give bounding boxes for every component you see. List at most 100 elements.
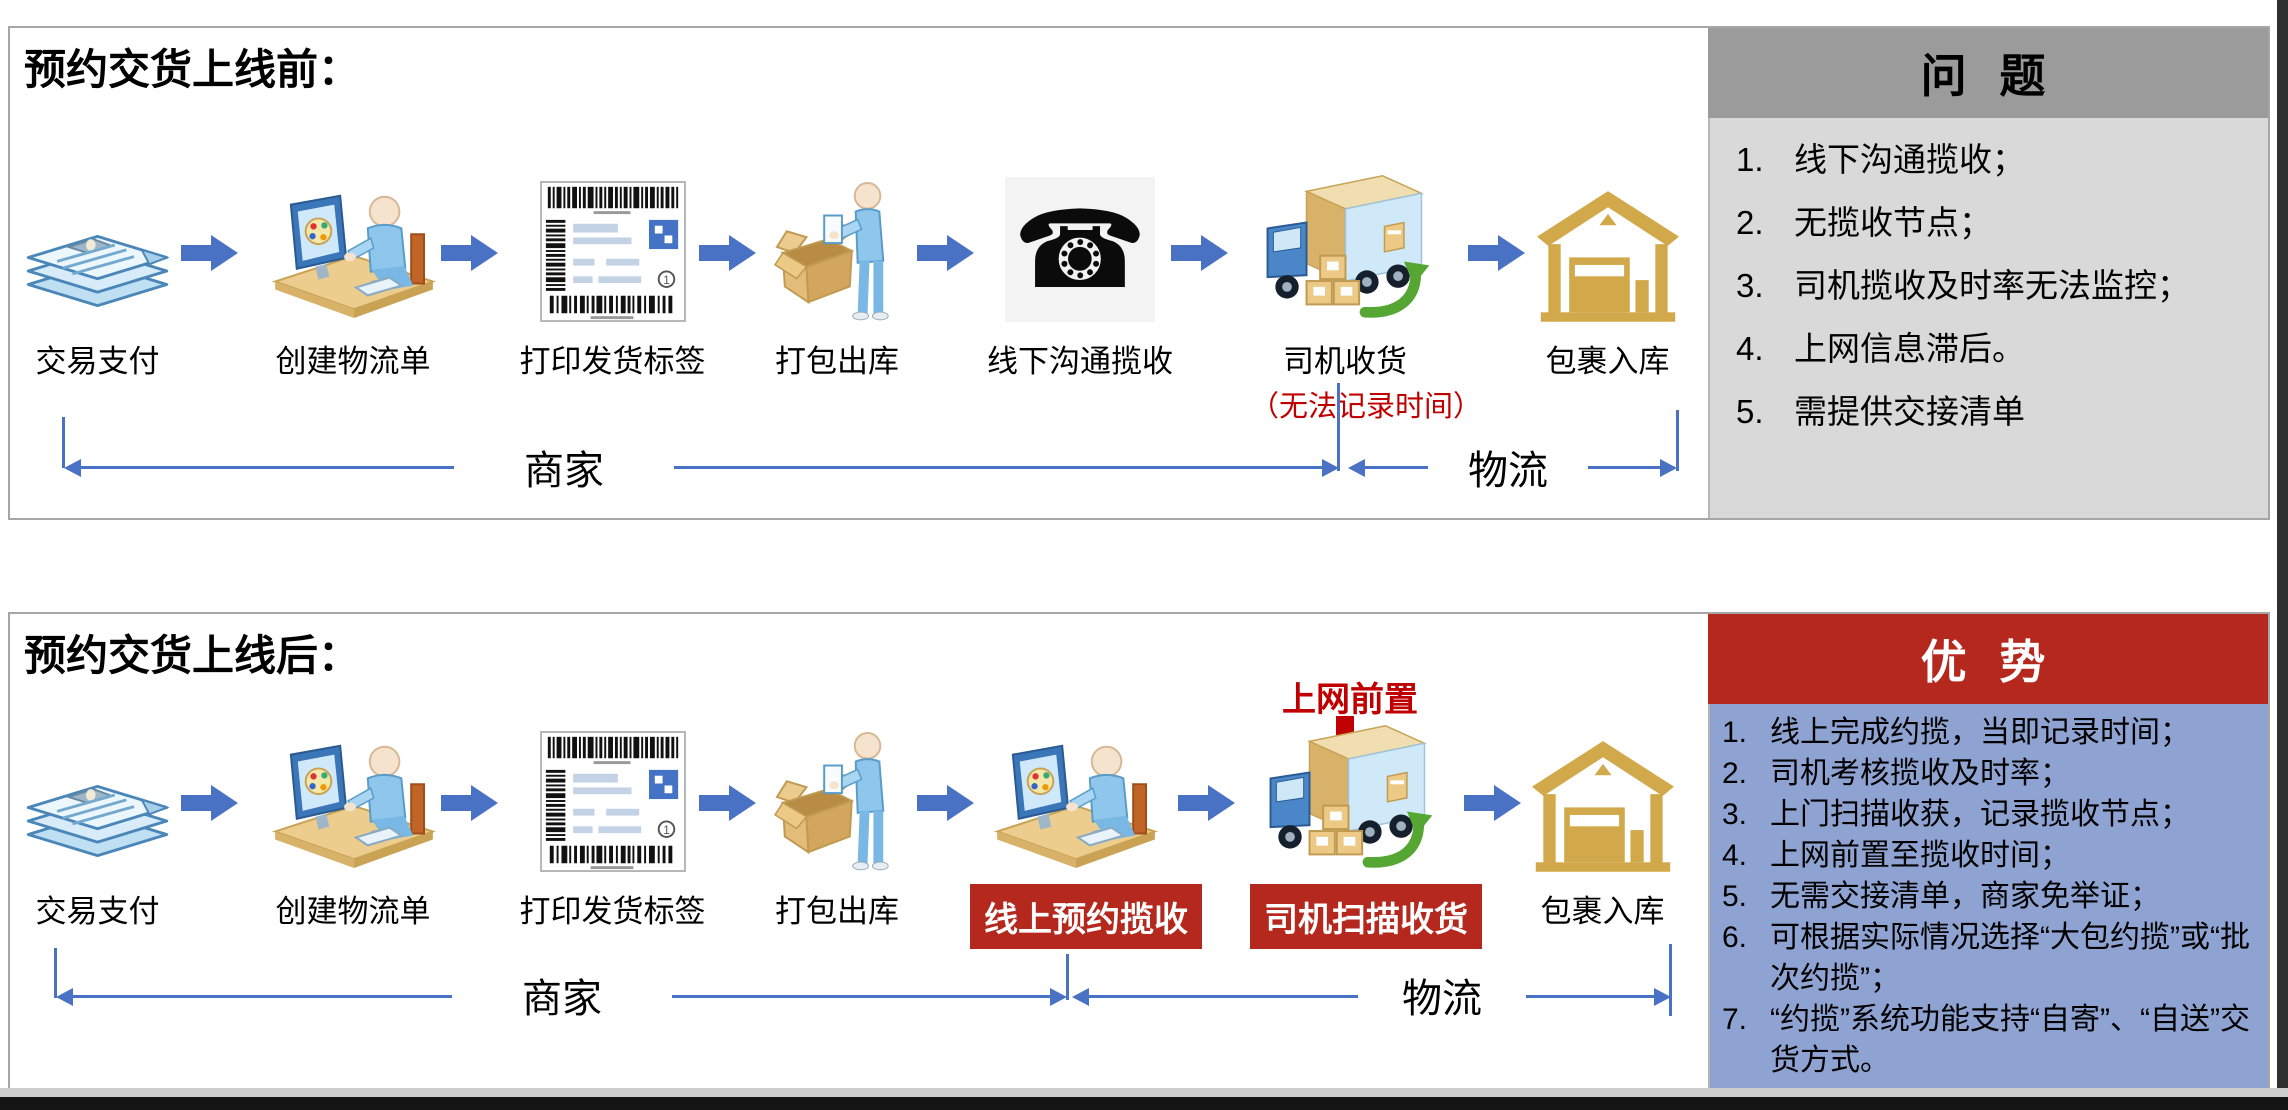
advantage-item-number: 4. (1722, 839, 1748, 872)
advantage-item: 2. 司机考核揽收及时率； (1722, 753, 2264, 794)
shipping-label-icon (539, 731, 686, 872)
problem-item: 4. 上网信息滞后。 (1736, 329, 2260, 369)
driver-scan-receive-badge: 司机扫描收货 (1250, 884, 1482, 949)
window-right-edge (2277, 0, 2288, 1110)
problem-item: 1. 线下沟通揽收； (1736, 140, 2260, 180)
step-print-shipping-label: 打印发货标签 (515, 164, 710, 381)
problem-item: 3. 司机揽收及时率无法监控； (1736, 266, 2260, 306)
after-launch-panel: 预约交货上线后： 上网前置 交易支付 创建物流单 打印发货标签 打包出库 线上预… (8, 612, 2270, 1092)
telephone-icon: ☎ (1005, 177, 1155, 322)
problem-item-number: 4. (1736, 330, 1764, 367)
bracket-line (674, 466, 1324, 469)
advantage-item-number: 2. (1722, 757, 1748, 790)
advantage-item-number: 7. (1722, 1003, 1748, 1036)
advantage-item-number: 3. (1722, 798, 1748, 831)
bracket-line (1526, 995, 1656, 998)
bracket-tick (62, 417, 65, 468)
bracket-tick (1669, 944, 1672, 1016)
warehouse-icon (1536, 191, 1679, 322)
bracket-line (1362, 466, 1428, 469)
problems-header: 问 题 (1708, 28, 2268, 118)
advantage-item-text: 无需交接清单，商家免举证； (1770, 880, 2160, 913)
advantage-item-text: 上门扫描收获，记录揽收节点； (1770, 798, 2190, 831)
step-transaction-payment: 交易支付 (15, 714, 180, 931)
step-offline-communication-pickup: ☎ 线下沟通揽收 (975, 164, 1185, 381)
flow-arrow-icon (181, 785, 238, 821)
problem-item-text: 司机揽收及时率无法监控； (1794, 267, 2190, 304)
merchant-span-label: 商家 (522, 977, 602, 1021)
advantage-item: 5. 无需交接清单，商家免举证； (1722, 876, 2264, 917)
flow-arrow-icon (699, 785, 756, 821)
operator-at-computer-icon (274, 194, 434, 320)
bracket-arrowhead (1072, 988, 1089, 1006)
flow-arrow-icon (917, 235, 974, 271)
step-pack-and-ship: 打包出库 (762, 714, 912, 931)
flow-arrow-icon (1468, 235, 1525, 271)
advantage-item-text: 司机考核揽收及时率； (1770, 757, 2070, 790)
bracket-arrowhead (1322, 459, 1339, 477)
warehouse-icon (1531, 741, 1674, 872)
step-label: 打印发货标签 (519, 894, 706, 929)
step-sublabel-no-time-record: （无法记录时间） (1250, 391, 1483, 423)
advantage-item-number: 6. (1722, 921, 1748, 954)
bracket-arrowhead (1660, 459, 1677, 477)
advantages-body: 1. 线上完成约揽，当即记录时间； 2. 司机考核揽收及时率； 3. 上门扫描收… (1708, 704, 2268, 1090)
flow-arrow-icon (917, 785, 974, 821)
step-label: 打印发货标签 (519, 344, 706, 379)
step-parcel-into-warehouse: 包裹入库 (1520, 714, 1685, 931)
advantage-item-text: “约揽”系统功能支持“自寄”、“自送”交货方式。 (1770, 1003, 2250, 1077)
bracket-arrowhead (1348, 459, 1365, 477)
advantage-item: 1. 线上完成约揽，当即记录时间； (1722, 712, 2264, 753)
step-label: 包裹入库 (1540, 894, 1665, 929)
bracket-line (1588, 466, 1662, 469)
logistics-span-label: 物流 (1402, 977, 1482, 1021)
logistics-span-label: 物流 (1468, 449, 1548, 493)
problem-item-text: 无揽收节点； (1794, 204, 1992, 241)
step-driver-receives-goods: 司机收货 （无法记录时间） (1250, 164, 1483, 425)
after-panel-title: 预约交货上线后： (24, 632, 361, 679)
merchant-span-label: 商家 (524, 449, 604, 493)
step-label: 打包出库 (775, 344, 899, 379)
step-label: 线下沟通揽收 (987, 344, 1173, 379)
step-create-logistics-order: 创建物流单 (258, 714, 448, 931)
problem-item-number: 5. (1736, 393, 1764, 430)
flow-arrow-icon (441, 235, 498, 271)
documents-icon (26, 784, 169, 858)
flow-arrow-icon (1464, 785, 1521, 821)
flow-arrow-icon (441, 785, 498, 821)
step-transaction-payment: 交易支付 (15, 164, 180, 381)
bracket-tick (1337, 383, 1340, 471)
before-launch-panel: 预约交货上线前： 交易支付 创建物流单 打印发货标签 打包出库 ☎ 线下沟通揽收… (8, 26, 2270, 520)
advantages-header: 优 势 (1708, 614, 2268, 704)
problem-item-text: 需提供交接清单 (1794, 393, 2025, 430)
bracket-arrowhead (1654, 988, 1671, 1006)
advantage-item-number: 5. (1722, 880, 1748, 913)
bracket-tick (54, 948, 57, 998)
step-label: 包裹入库 (1545, 344, 1670, 379)
problem-item: 5. 需提供交接清单 (1736, 392, 2260, 432)
step-label: 司机收货 (1283, 344, 1407, 379)
step-label: 交易支付 (35, 894, 160, 929)
bracket-arrowhead (1050, 988, 1067, 1006)
problems-body: 1. 线下沟通揽收； 2. 无揽收节点； 3. 司机揽收及时率无法监控； (1708, 118, 2268, 518)
advantages-list: 1. 线上完成约揽，当即记录时间； 2. 司机考核揽收及时率； 3. 上门扫描收… (1710, 704, 2268, 1081)
bracket-line (1086, 995, 1358, 998)
step-label: 创建物流单 (275, 894, 431, 929)
advantage-item-text: 线上完成约揽，当即记录时间； (1770, 716, 2190, 749)
flow-arrow-icon (1178, 785, 1235, 821)
window-bottom-bar (0, 1097, 2288, 1110)
advantage-item-number: 1. (1722, 716, 1748, 749)
documents-icon (26, 234, 169, 308)
problem-item-number: 3. (1736, 267, 1764, 304)
packing-box-icon (773, 182, 890, 321)
flow-arrow-icon (181, 235, 238, 271)
problem-item: 2. 无揽收节点； (1736, 203, 2260, 243)
step-parcel-into-warehouse: 包裹入库 (1525, 164, 1690, 381)
step-print-shipping-label: 打印发货标签 (515, 714, 710, 931)
problem-item-text: 线下沟通揽收； (1794, 141, 2025, 178)
advantage-item: 6. 可根据实际情况选择“大包约揽”或“批次约揽”； (1722, 917, 2264, 999)
advantage-item: 4. 上网前置至揽收时间； (1722, 835, 2264, 876)
advantages-panel: 优 势 1. 线上完成约揽，当即记录时间； 2. 司机考核揽收及时率； 3. (1708, 614, 2268, 1090)
step-label: 创建物流单 (275, 344, 431, 379)
bracket-tick (1676, 410, 1679, 471)
